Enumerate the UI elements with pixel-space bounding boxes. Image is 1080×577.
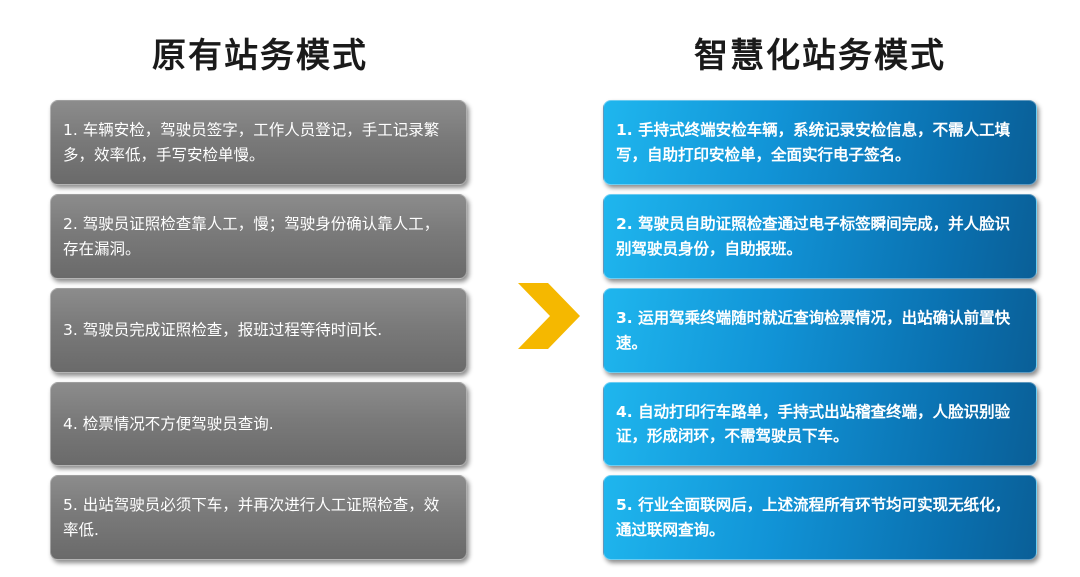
original-mode-item-text: 3. 驾驶员完成证照检查，报班过程等待时间长. [63,321,383,340]
smart-mode-item: 5. 行业全面联网后，上述流程所有环节均可实现无纸化，通过联网查询。 [603,475,1037,560]
original-mode-item: 5. 出站驾驶员必须下车，并再次进行人工证照检查，效率低. [50,475,467,560]
smart-mode-item-text: 2. 驾驶员自助证照检查通过电子标签瞬间完成，并人脸识别驾驶员身份，自助报班。 [616,215,1011,258]
original-mode-item: 3. 驾驶员完成证照检查，报班过程等待时间长. [50,288,467,373]
smart-mode-item: 4. 自动打印行车路单，手持式出站稽查终端，人脸识别验证，形成闭环，不需驾驶员下… [603,382,1037,466]
original-mode-item: 4. 检票情况不方便驾驶员查询. [50,382,467,466]
smart-mode-item-text: 5. 行业全面联网后，上述流程所有环节均可实现无纸化，通过联网查询。 [616,496,1011,539]
smart-mode-item: 3. 运用驾乘终端随时就近查询检票情况，出站确认前置快速。 [603,288,1037,373]
original-mode-item: 2. 驾驶员证照检查靠人工，慢；驾驶身份确认靠人工，存在漏洞。 [50,194,467,279]
original-mode-item: 1. 车辆安检，驾驶员签字，工作人员登记，手工记录繁多，效率低，手写安检单慢。 [50,100,467,185]
smart-mode-item-text: 4. 自动打印行车路单，手持式出站稽查终端，人脸识别验证，形成闭环，不需驾驶员下… [616,402,1011,445]
smart-mode-item: 2. 驾驶员自助证照检查通过电子标签瞬间完成，并人脸识别驾驶员身份，自助报班。 [603,194,1037,279]
original-mode-item-text: 5. 出站驾驶员必须下车，并再次进行人工证照检查，效率低. [63,496,440,539]
smart-mode-title: 智慧化站务模式 [694,36,946,76]
smart-mode-item-text: 1. 手持式终端安检车辆，系统记录安检信息，不需人工填写，自助打印安检单，全面实… [616,121,1011,164]
original-mode-item-text: 2. 驾驶员证照检查靠人工，慢；驾驶身份确认靠人工，存在漏洞。 [63,215,440,258]
original-mode-item-text: 4. 检票情况不方便驾驶员查询. [63,414,274,433]
chevron-right-icon [518,283,580,349]
smart-mode-item: 1. 手持式终端安检车辆，系统记录安检信息，不需人工填写，自助打印安检单，全面实… [603,100,1037,185]
smart-mode-item-text: 3. 运用驾乘终端随时就近查询检票情况，出站确认前置快速。 [616,309,1011,352]
original-mode-title: 原有站务模式 [152,36,368,76]
original-mode-item-text: 1. 车辆安检，驾驶员签字，工作人员登记，手工记录繁多，效率低，手写安检单慢。 [63,121,440,164]
